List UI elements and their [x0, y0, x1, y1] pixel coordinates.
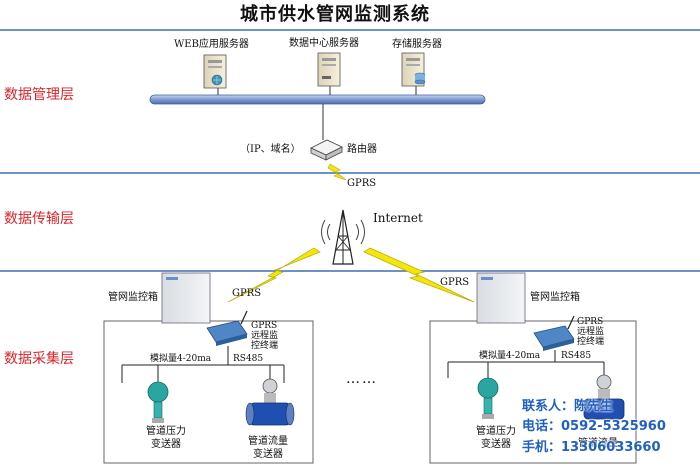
pressure-label-right: 管道压力 变送器	[476, 426, 516, 450]
monitoring-cabinet-right-icon	[476, 272, 526, 324]
data-center-server-label: 数据中心服务器	[289, 38, 359, 49]
server-bus	[149, 94, 486, 105]
flow-label-right: 管道流量	[578, 438, 618, 449]
analog-label-right: 模拟量4-20ma	[479, 351, 541, 361]
layer-label-collection: 数据采集层	[4, 351, 74, 367]
monitoring-cabinet-left-icon	[161, 272, 211, 324]
gprs-lightning-left	[227, 247, 321, 303]
layer-label-management: 数据管理层	[4, 87, 74, 103]
gprs-label-top: GPRS	[347, 178, 377, 189]
router-label: 路由器	[347, 144, 377, 155]
internet-label: Internet	[373, 211, 423, 225]
more-sites-ellipsis: ……	[346, 371, 378, 387]
cabinet-label-right: 管网监控箱	[530, 292, 580, 303]
gprs-lightning-top	[327, 163, 347, 181]
router-note: （IP、域名）	[240, 144, 301, 155]
data-center-server-icon	[317, 52, 341, 87]
flow-transmitter-left-icon	[245, 378, 295, 426]
gprs-label-right: GPRS	[440, 277, 470, 288]
terminal-label-left: GPRS 远程监 控终端	[251, 321, 279, 351]
gprs-lightning-right	[363, 247, 475, 303]
gprs-terminal-right-icon	[533, 315, 575, 351]
analog-label-left: 模拟量4-20ma	[150, 354, 212, 364]
gprs-label-left: GPRS	[232, 288, 262, 299]
pressure-transmitter-right-icon	[477, 377, 499, 419]
rs485-label-left: RS485	[233, 354, 264, 364]
contact-phone: 电话：0592-5325960	[522, 419, 666, 434]
layer-label-transport: 数据传输层	[4, 211, 74, 227]
web-server-label: WEB应用服务器	[174, 39, 249, 50]
site-box-right	[429, 320, 637, 464]
tower-icon	[321, 209, 365, 265]
rs485-label-right: RS485	[561, 351, 592, 361]
gprs-terminal-left-icon	[206, 310, 248, 346]
contact-mobile: 手机：13306033660	[522, 440, 661, 455]
diagram-title: 城市供水管网监测系统	[240, 4, 430, 25]
storage-server-icon	[401, 52, 426, 87]
web-server-icon	[203, 54, 227, 89]
storage-server-label: 存储服务器	[392, 39, 442, 50]
cabinet-label-left: 管网监控箱	[108, 292, 158, 303]
pressure-label-left: 管道压力 变送器	[146, 426, 186, 450]
flow-label-left: 管道流量 变送器	[248, 436, 288, 460]
contact-person: 联系人：陈先生	[522, 399, 614, 414]
pressure-transmitter-left-icon	[147, 381, 169, 423]
terminal-label-right: GPRS 远程监 控终端	[577, 317, 605, 347]
router-icon	[310, 139, 343, 161]
flow-transmitter-right-icon	[583, 374, 625, 420]
